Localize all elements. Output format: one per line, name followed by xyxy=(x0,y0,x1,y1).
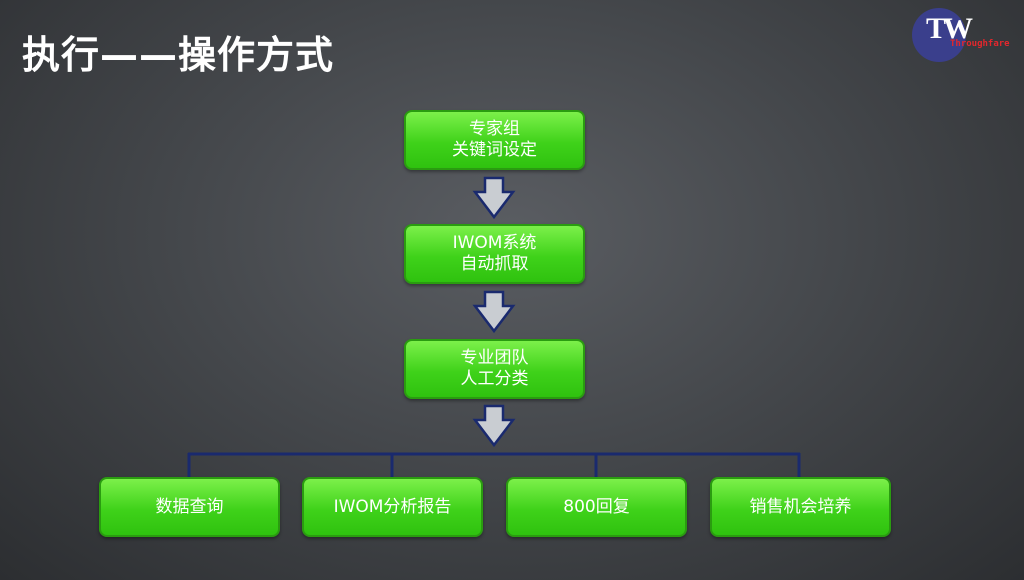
output-data-query: 数据查询 xyxy=(99,477,280,537)
flow-step-line1: 专家组 xyxy=(469,119,520,139)
flow-step-line2: 人工分类 xyxy=(460,369,529,389)
output-label: 数据查询 xyxy=(155,496,224,517)
flow-step-line1: 专业团队 xyxy=(460,348,529,368)
logo-letters: TW xyxy=(926,12,973,45)
logo-circle xyxy=(912,8,966,62)
flow-step-keyword-setup: 专家组 关键词设定 xyxy=(404,110,585,170)
flow-step-line1: IWOM系统 xyxy=(452,233,537,253)
slide-title: 执行——操作方式 xyxy=(22,33,335,77)
flow-step-auto-crawl: IWOM系统 自动抓取 xyxy=(404,224,585,284)
flow-step-line2: 关键词设定 xyxy=(452,140,537,160)
output-sales-opportunity: 销售机会培养 xyxy=(710,477,891,537)
flow-step-line2: 自动抓取 xyxy=(460,254,529,274)
company-logo: TW Throughfare xyxy=(912,6,1022,68)
down-arrow-icon xyxy=(472,290,516,334)
flow-step-manual-classify: 专业团队 人工分类 xyxy=(404,339,585,399)
output-label: 800回复 xyxy=(563,496,630,517)
output-label: 销售机会培养 xyxy=(749,496,852,517)
down-arrow-icon xyxy=(472,176,516,220)
output-label: IWOM分析报告 xyxy=(333,496,452,517)
logo-text: Throughfare xyxy=(950,39,1010,49)
output-800-reply: 800回复 xyxy=(506,477,687,537)
down-arrow-icon xyxy=(472,404,516,448)
output-iwom-report: IWOM分析报告 xyxy=(302,477,483,537)
